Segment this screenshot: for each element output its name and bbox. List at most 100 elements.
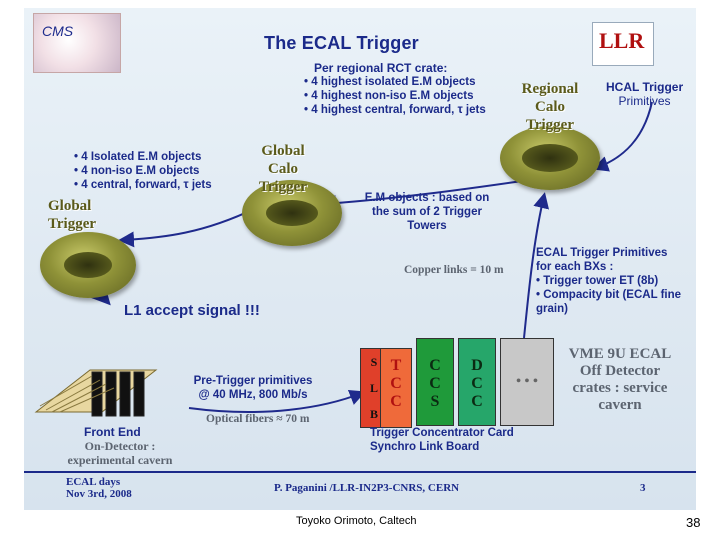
label-line: Trigger Concentrator Card xyxy=(370,427,514,439)
global-trigger-label: Global Trigger xyxy=(48,197,96,233)
label-line: Off Detector xyxy=(579,363,661,379)
tcc-slb-label: Trigger Concentrator Card Synchro Link B… xyxy=(370,426,514,454)
label-line: crates : service xyxy=(572,380,668,396)
card-letter: B xyxy=(369,407,378,421)
footer-author: P. Paganini /LLR-IN2P3-CNRS, CERN xyxy=(274,482,460,494)
label-line: Trigger xyxy=(48,216,97,232)
ecal-primitive-item: • Compacity bit (ECAL fine grain) xyxy=(536,289,682,315)
inner-page-number: 3 xyxy=(640,482,646,494)
copper-links-label: Copper links = 10 m xyxy=(404,264,504,276)
label-line: Calo xyxy=(268,161,298,177)
label-line: On-Detector : xyxy=(84,439,156,453)
cylinder-hole xyxy=(266,200,318,226)
card-letter: C xyxy=(471,375,483,392)
regional-calo-label: Regional Calo Trigger xyxy=(514,80,586,134)
l1-accept-label: L1 accept signal !!! xyxy=(124,302,260,319)
rct-crate-heading: Per regional RCT crate: xyxy=(314,61,448,75)
global-calo-label: Global Calo Trigger xyxy=(250,142,316,196)
llr-logo: LLR xyxy=(592,22,654,66)
label-line: Primitives xyxy=(618,94,671,108)
label-line: for each BXs : xyxy=(536,261,614,273)
card-letter: C xyxy=(471,393,483,410)
srp-card-text: S L B xyxy=(361,349,387,427)
card-letter: T xyxy=(390,357,402,374)
item-text: Trigger tower ET (8b) xyxy=(543,275,659,287)
copper-links-arrow xyxy=(523,192,550,339)
ccs-card: C C S xyxy=(416,338,454,426)
label-line: the sum of 2 Trigger xyxy=(372,206,482,218)
ccs-card-text: C C S xyxy=(417,339,453,411)
card-stack: S L B T C C C C S D C C xyxy=(354,338,554,428)
extra-cards: • • • xyxy=(500,338,554,426)
optical-fiber-arrow xyxy=(188,389,366,414)
slide: CMS LLR The ECAL Trigger Per regional RC… xyxy=(24,8,696,510)
label-line: Regional xyxy=(521,81,579,97)
global-object-item: 4 non-iso E.M objects xyxy=(74,164,212,178)
label-line: cavern xyxy=(598,397,642,413)
footer-event: ECAL days Nov 3rd, 2008 xyxy=(66,476,132,500)
label-line: Global xyxy=(261,143,305,159)
dcc-card: D C C xyxy=(458,338,496,426)
label-line: Trigger xyxy=(258,179,308,195)
card-letter: C xyxy=(390,393,402,410)
vme-crate-label: VME 9U ECAL Off Detector crates : servic… xyxy=(556,346,684,414)
regional-to-global-calo-arrow xyxy=(320,179,530,212)
card-letter: C xyxy=(429,357,441,374)
global-object-item: 4 Isolated E.M objects xyxy=(74,150,212,164)
tcc-card-text: T C C xyxy=(381,349,411,411)
label-line: E.M objects : based on xyxy=(364,192,490,204)
label-line: Calo xyxy=(535,99,565,115)
hcal-primitives-label: HCAL Trigger Primitives xyxy=(606,80,683,108)
card-letter: C xyxy=(429,375,441,392)
label-line: experimental cavern xyxy=(67,453,173,467)
optical-fibers-label: Optical fibers ≈ 70 m xyxy=(206,413,310,425)
dcc-card-text: D C C xyxy=(459,339,495,411)
front-end-detector xyxy=(34,369,158,417)
global-object-item: 4 central, forward, τ jets xyxy=(74,178,211,192)
label-line: ECAL Trigger Primitives xyxy=(536,247,668,259)
extra-cards-dots: • • • xyxy=(516,374,538,389)
label-line: Towers xyxy=(407,220,447,232)
page-number: 38 xyxy=(686,515,701,530)
label-line: @ 40 MHz, 800 Mb/s xyxy=(198,389,308,401)
cms-logo: CMS xyxy=(33,13,121,73)
label-line: Pre-Trigger primitives xyxy=(193,375,313,387)
pre-trigger-label: Pre-Trigger primitives @ 40 MHz, 800 Mb/… xyxy=(182,374,324,402)
item-text: Compacity bit (ECAL fine grain) xyxy=(536,289,682,315)
tcc-card: T C C xyxy=(380,348,412,428)
label-line: Trigger xyxy=(525,117,575,133)
llr-logo-text: LLR xyxy=(599,28,645,53)
rct-item: 4 highest isolated E.M objects xyxy=(304,75,486,89)
card-letter: S xyxy=(430,393,440,410)
cylinder-hole xyxy=(64,252,112,278)
card-letter: S xyxy=(370,355,378,369)
rct-item: 4 highest central, forward, τ jets xyxy=(304,103,485,117)
presenter-footer: Toyoko Orimoto, Caltech xyxy=(296,515,417,527)
card-letter: L xyxy=(369,381,378,395)
card-letter: C xyxy=(390,375,402,392)
ecal-primitives-block: ECAL Trigger Primitives for each BXs : •… xyxy=(536,246,686,316)
em-objects-label: E.M objects : based on the sum of 2 Trig… xyxy=(352,191,502,233)
global-calo-cylinder xyxy=(242,180,342,246)
global-calo-to-global-arrow xyxy=(118,207,257,248)
ecal-primitive-item: • Trigger tower ET (8b) xyxy=(536,275,659,287)
label-line: VME 9U ECAL xyxy=(568,346,672,362)
card-letter: D xyxy=(471,357,483,374)
cms-logo-text: CMS xyxy=(42,23,74,39)
global-objects-list: 4 Isolated E.M objects 4 non-iso E.M obj… xyxy=(74,150,212,192)
front-end-label: Front End xyxy=(84,425,141,439)
hcal-to-regional-arrow xyxy=(592,101,653,172)
cylinder-hole xyxy=(522,144,578,172)
slide-title: The ECAL Trigger xyxy=(264,33,419,53)
global-trigger-cylinder xyxy=(40,232,136,298)
footer-divider xyxy=(24,471,696,473)
label-line: HCAL Trigger xyxy=(606,80,684,94)
on-detector-label: On-Detector : experimental cavern xyxy=(60,439,180,467)
label-line: Nov 3rd, 2008 xyxy=(66,488,132,500)
label-line: Global xyxy=(48,198,92,214)
rct-item: 4 highest non-iso E.M objects xyxy=(304,89,486,103)
label-line: Synchro Link Board xyxy=(370,441,480,453)
label-line: ECAL days xyxy=(66,476,121,488)
regional-calo-cylinder xyxy=(500,126,600,190)
rct-crate-list: 4 highest isolated E.M objects 4 highest… xyxy=(304,75,486,117)
